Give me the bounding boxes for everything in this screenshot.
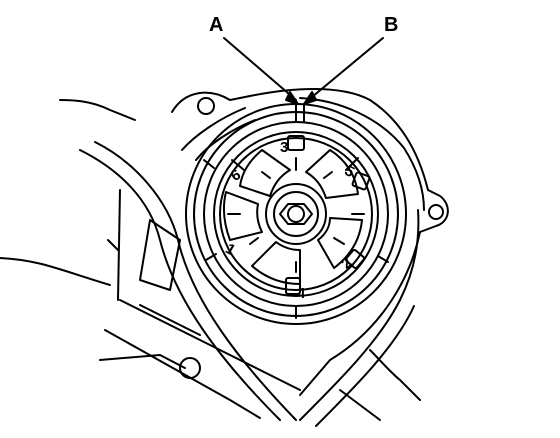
pulley-slots <box>203 103 389 319</box>
leader-a <box>223 37 297 101</box>
callout-label-b: B <box>384 14 399 36</box>
timing-belt <box>79 97 425 427</box>
pulley-hub <box>265 183 327 245</box>
pulley-spoke-windows <box>222 149 363 285</box>
leader-b <box>305 37 384 103</box>
pulley-mark-3: 3 <box>280 139 288 156</box>
callout-label-a: A <box>209 14 224 36</box>
callout-leaders <box>223 37 384 105</box>
engine-housing <box>0 88 449 421</box>
pulley-mark-4: 4 <box>297 285 306 302</box>
